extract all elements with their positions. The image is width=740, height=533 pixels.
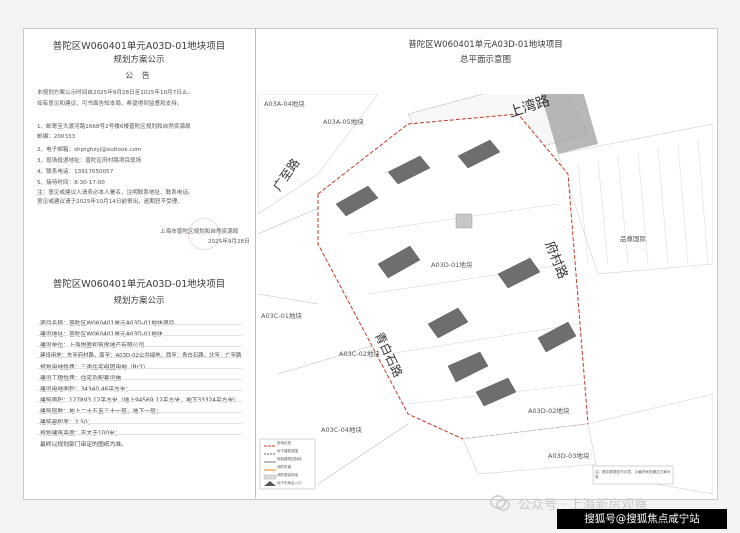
contact-line-8: 意见或建议请于2025年10月14日前寄出，逾期恕不受理。 [37,199,183,205]
contact-line-6: 5、接待时间：8:30-17:00 [37,180,105,186]
info-row: 建设工程性质：住宅及配套设施 [40,376,122,382]
parcel-a03a05: A03A-05地块 [323,118,364,126]
contact-line-4: 3、现场投递地址：普陀区府村路项目现场 [37,158,142,164]
info-title: 普陀区W060401单元A03D-01地块项目 [52,279,226,290]
row-divider [37,335,242,336]
notice-title: 普陀区W060401单元A03D-01地块项目 [52,41,226,52]
legend-item: 用地红线 [277,441,291,445]
parcel-a03d03: A03D-03地块 [548,452,590,460]
parcel-pinzun: 品尊国际 [620,235,646,243]
intro-line-2: 如有意见和建议，可书面告知本局，希望得到监督和支持。 [37,101,183,107]
info-row: 建设地址：普陀区W060401单元A03D-01地块 [40,332,163,338]
contact-line-5: 4、联系电话：13917050057 [37,169,114,175]
panel-divider [255,28,256,498]
row-divider [37,346,242,347]
parcel-a03c04: A03C-04地块 [321,426,362,434]
info-row: 建设用地：东至府村路，南至：A03D-02公共绿地，西至：青白石路，北至：广至路 [40,353,242,359]
wechat-logo-icon [490,495,510,511]
parcel-a03c02: A03C-02地块 [339,350,380,358]
parcel-a03d02: A03D-02地块 [528,407,570,415]
info-row: 建设单位：上海悦盈和筑房地产有限公司 [40,343,145,349]
legend-item: 规划建筑控制线 [277,457,302,461]
legend-item: 消防车道 [277,465,291,469]
info-row: 建设用地面积：34340.46平方米； [40,387,132,393]
legend-item: 地下车库出入口 [277,481,302,485]
contact-line-3: 2、电子邮箱：shptghzyj@outlook.com [37,147,142,153]
row-divider [37,368,242,369]
info-row: 建筑面积：127893.12平方米（地上94569.12平方米，地下33324平… [40,398,240,404]
notice-subtitle: 规划方案公示 [113,55,165,65]
contact-line-1: 1、邮寄至大渡河路1668号2号楼6楼普陀区规划和自然资源局 [37,124,191,130]
parcel-a03d01: A03D-01地块 [431,261,473,269]
row-divider [37,401,242,402]
info-row: 规划建筑高度：不大于100米； [40,431,121,437]
site-plan-map [258,94,713,495]
info-row: 最终以规划部门审定的图纸为准。 [40,442,127,448]
source-banner: 搜狐号@搜狐焦点咸宁站 [557,509,727,529]
row-divider [37,423,242,424]
row-divider [37,324,242,325]
row-divider [37,412,242,413]
legend-item: 消防登高场地 [277,473,298,477]
info-row: 建筑容积率：2.50； [40,420,94,426]
info-row: 项目名称：普陀区W060401单元A03D-01地块项目 [40,321,175,327]
notice-heading: 公 告 [125,71,153,80]
intro-line-1: 本规划方案公示时间自2025年9月28日至2025年10月7日止。 [37,90,194,96]
parcel-a03a04: A03A-04地块 [264,100,305,108]
contact-line-7: 注：意见或建议人请务必本人署名，注明联系地址、联系电话。 [37,190,194,196]
signature-org: 上海市普陀区规划和自然资源局 [160,229,239,235]
contact-line-2: 邮编：200333 [37,134,76,140]
row-divider [37,357,242,358]
plan-note: 注：图中数据仅作示意，以最终审查通过方案为准 [595,470,671,479]
info-row: 规划用地性质：三类住宅组团用地（Rr3） [40,365,149,371]
row-divider [37,434,242,435]
plan-subtitle: 总平面示意图 [459,55,511,65]
plan-title: 普陀区W060401单元A03D-01地块项目 [408,40,563,50]
legend-item: 地下建筑范围 [277,449,298,453]
row-divider [37,379,242,380]
parcel-a03c01: A03C-01地块 [261,312,302,320]
row-divider [37,390,242,391]
info-subtitle: 规划方案公示 [113,296,165,306]
signature-date: 2025年9月28日 [208,239,250,245]
info-row: 建筑层数：地上二十五至三十一层，地下一层； [40,409,162,415]
official-seal [188,218,220,250]
